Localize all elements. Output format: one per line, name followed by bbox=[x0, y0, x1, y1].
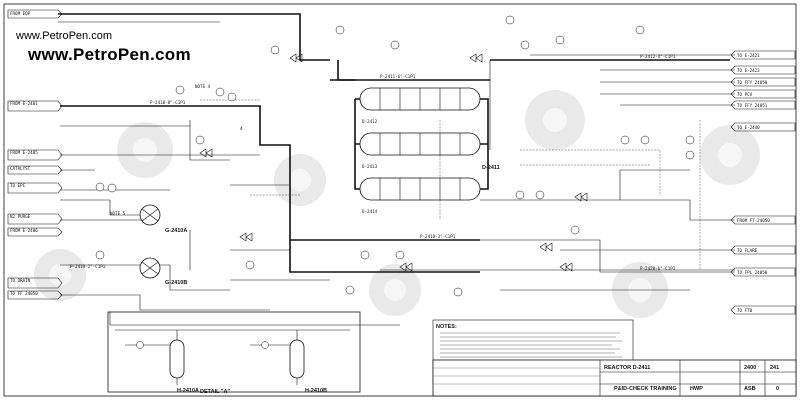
reactor-bed-tag-2: D-2413 bbox=[362, 164, 378, 169]
title-logo: HWP bbox=[690, 386, 703, 392]
offpage-right: TO E-2421 TO E-2423 TO FFY 24050 TO PCV … bbox=[730, 50, 796, 315]
title-rev-code: ASB bbox=[744, 386, 756, 392]
offpage-left-5: N2 PURGE bbox=[10, 214, 31, 219]
title-training: P&ID-CHECK TRAINING bbox=[614, 386, 677, 392]
detail-tag-h2410a: H-2410A bbox=[177, 388, 199, 394]
watermark-large: www.PetroPen.com bbox=[28, 45, 191, 64]
title-sheet: 241 bbox=[770, 365, 779, 371]
note-tag-2: NOTE 5 bbox=[110, 211, 126, 216]
offpage-left-6: FROM E-2406 bbox=[10, 228, 38, 233]
offpage-right-5: TO FFY 24051 bbox=[737, 103, 768, 108]
watermark-small: www.PetroPen.com bbox=[16, 30, 112, 42]
watermark-gears bbox=[34, 90, 760, 318]
note-tag-3: 4 bbox=[240, 126, 243, 131]
reactor-d2411: D-2411 D-2412 D-2413 D-2414 bbox=[354, 87, 500, 214]
note-tag-1: NOTE 4 bbox=[195, 84, 211, 89]
reactor-tag: D-2411 bbox=[482, 165, 500, 171]
offpage-left-1: FROM E-2401 bbox=[10, 101, 38, 106]
line-label-1: P-2410-8"-C1P1 bbox=[150, 100, 186, 105]
title-block: REACTOR D-2411 P&ID-CHECK TRAINING 2400 … bbox=[432, 359, 797, 397]
offpage-right-7: FROM FT-24050 bbox=[737, 218, 770, 223]
note-tags: NOTE 4 NOTE 5 4 bbox=[110, 84, 243, 216]
offpage-right-1: TO E-2421 bbox=[737, 53, 760, 58]
title-rev: 0 bbox=[776, 386, 779, 392]
drawing-frame bbox=[3, 3, 797, 397]
line-label-6: P-2420-6"-C1P1 bbox=[640, 266, 676, 271]
offpage-left: FROM E-2401 FROM E-2405 CATALYST TO EPC … bbox=[7, 9, 63, 300]
offpage-right-4: TO PCV bbox=[737, 92, 753, 97]
title-drawing: REACTOR D-2411 bbox=[604, 365, 650, 371]
detail-a: H-2410A H-2410B DETAIL "A" bbox=[107, 311, 361, 395]
offpage-left-2: FROM E-2405 bbox=[10, 150, 38, 155]
line-numbers: P-2410-8"-C1P1 P-2411-6"-C1P1 P-2412-4"-… bbox=[70, 54, 676, 271]
offpage-right-8: TO FLARE bbox=[737, 248, 758, 253]
detail-label: DETAIL "A" bbox=[200, 389, 230, 395]
offpage-left-4: TO EPC bbox=[10, 183, 26, 188]
line-label-3: P-2412-4"-C1P1 bbox=[640, 54, 676, 59]
title-dwg-no: 2400 bbox=[744, 365, 756, 371]
offpage-left-3: CATALYST bbox=[10, 166, 31, 171]
line-label-4: P-2418-3"-C1P1 bbox=[420, 234, 456, 239]
offpage-right-9: TO FPL 24050 bbox=[737, 270, 768, 275]
equipment-tag-g2410a: G-2410A bbox=[165, 228, 187, 234]
offpage-left-8: TO FF 24050 bbox=[10, 291, 38, 296]
reactor-bed-tag-3: D-2414 bbox=[362, 209, 378, 214]
offpage-right-2: TO E-2423 bbox=[737, 68, 760, 73]
valves bbox=[199, 53, 588, 272]
detail-tag-h2410b: H-2410B bbox=[305, 388, 327, 394]
notes-heading: NOTES: bbox=[436, 324, 457, 330]
offpage-left-9: FROM EQP bbox=[10, 11, 31, 16]
offpage-right-3: TO FFY 24050 bbox=[737, 80, 768, 85]
instrument-bubbles bbox=[95, 15, 695, 297]
line-label-2: P-2411-6"-C1P1 bbox=[380, 74, 416, 79]
equipment-tag-g2410b: G-2410B bbox=[165, 280, 187, 286]
offpage-left-7: TO DRAIN bbox=[10, 278, 31, 283]
line-label-5: P-2419-2"-C1P1 bbox=[70, 264, 106, 269]
reactor-bed-tag-1: D-2412 bbox=[362, 119, 378, 124]
offpage-right-10: TO FTB bbox=[737, 308, 753, 313]
offpage-right-6: TO E-2440 bbox=[737, 125, 760, 130]
equipment-g2410: G-2410A G-2410B bbox=[139, 204, 187, 286]
